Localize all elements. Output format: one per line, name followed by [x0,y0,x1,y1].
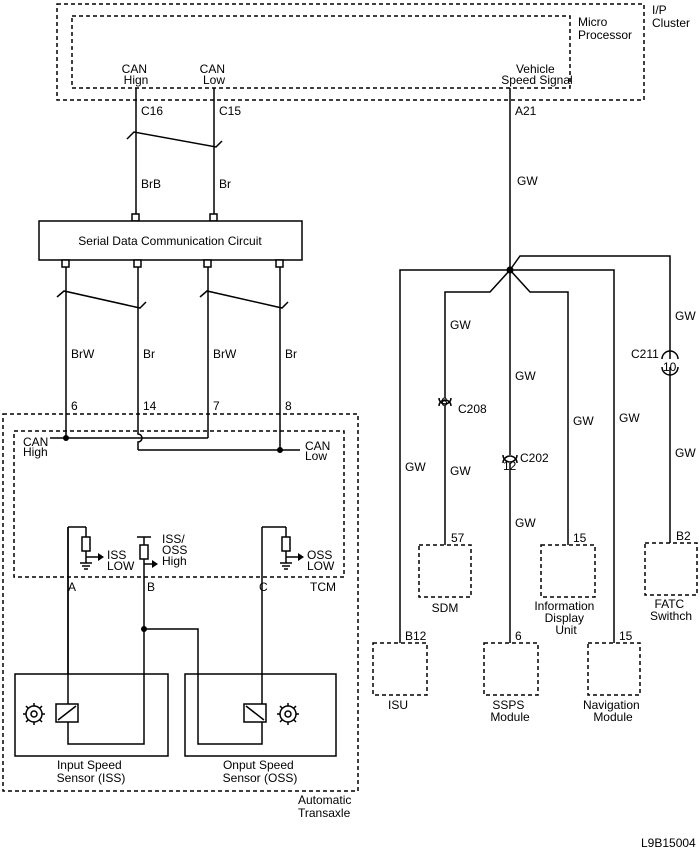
wire-color-br-right: Br [285,347,297,361]
iss-low-label: ISS LOW [107,548,135,573]
can-low-splice [277,447,283,453]
fatc-box [644,542,698,596]
tcm-can-high-label: CAN High [23,435,52,459]
terminal-can-high-top [131,213,140,222]
tcm-box [13,430,345,578]
tcm-terminal-c: C [259,580,268,594]
wire-color-gw-sdm-lower: GW [450,464,471,478]
wire-color-gw-ssps-lower: GW [515,516,536,530]
connector-c208-label: C208 [458,402,487,416]
branch-isu [399,269,510,643]
iss-oss-high-label: ISS/ OSS High [162,532,191,568]
isu-pin: B12 [405,629,427,643]
connector-c202-pin: 12 [503,459,517,473]
wire-color-gw-ssps-upper: GW [515,369,536,383]
ip-cluster-box [56,3,645,101]
wire-color-brw-left: BrW [71,347,95,361]
connector-c208-pin: 6 [441,395,448,409]
connector-c211 [661,350,679,360]
wire-color-gw-nav: GW [619,411,640,425]
cluster-can-high-label: CAN Hign [122,62,151,87]
isu-label: ISU [388,698,408,712]
tcm-pin-6: 6 [71,399,78,413]
connector-c202-label: C202 [520,451,549,465]
branch-nav [510,269,615,643]
info-display-box [540,544,596,598]
connector-c16-label: C16 [141,104,163,118]
serial-terminal-2 [133,259,142,268]
fatc-pin: B2 [676,529,691,543]
wire-color-gw-isu: GW [405,460,426,474]
iss-oss-high-circuit [137,536,158,578]
oss-gear-icon [277,703,299,725]
wire-color-br-upper: Br [219,177,231,191]
tcm-label: TCM [310,580,336,594]
iss-sensor-label: Input Speed Sensor (ISS) [57,758,126,785]
wire-color-brw-right: BrW [213,347,237,361]
tcm-terminal-b: B [147,580,155,594]
sensor-high-splice [141,626,147,632]
wire-color-br-left: Br [143,347,155,361]
wire-color-gw-info: GW [573,414,594,428]
iss-sensor-box [14,673,169,757]
sdm-pin: 57 [451,531,465,545]
branch-info [509,269,569,545]
tcm-pin-14: 14 [143,399,157,413]
connector-a21-label: A21 [515,104,537,118]
branch-sdm-upper [444,269,511,398]
ssps-pin: 6 [515,629,522,643]
vehicle-speed-signal-label: Vehicle Speed Signal [501,62,572,87]
connector-c211-pin: 10 [663,360,677,374]
connector-c211-label: C211 [631,347,659,361]
tcm-pin-7: 7 [213,399,220,413]
sdm-module-box [418,544,472,598]
automatic-transaxle-box [2,413,359,792]
serial-terminal-1 [61,259,70,268]
sdm-label: SDM [432,601,459,615]
navigation-label: Navigation Module [583,698,643,724]
wire-color-gw-sdm-upper: GW [450,318,471,332]
wire-color-gw-fatc-upper: GW [675,309,696,323]
oss-sensor-label: Onput Speed Sensor (OSS) [223,758,298,785]
wire-color-brb: BrB [141,177,161,191]
ssps-module-box [483,642,539,696]
twisted-pair-mark-right [199,290,289,309]
isu-box [372,642,428,696]
serial-terminal-3 [203,259,212,268]
info-display-pin: 15 [573,531,587,545]
tcm-can-low-label: CAN Low [305,439,334,463]
tcm-pin-8: 8 [285,399,292,413]
serial-data-circuit-box [38,220,303,261]
fatc-label: FATC Swithch [650,597,692,623]
oss-low-circuit [262,526,304,570]
ip-cluster-label: I/P Cluster [652,3,690,30]
navigation-module-box [587,642,641,696]
automatic-transaxle-label: Automatic Transaxle [298,793,355,820]
figure-id: L9B15004 [641,836,696,850]
cluster-can-low-label: CAN Low [200,62,229,87]
can-high-splice [63,435,69,441]
connector-c202 [502,454,518,463]
branch-fatc-upper [509,255,671,359]
ssps-label: SSPS Module [490,698,530,724]
wire-color-gw-main: GW [517,174,538,188]
twisted-pair-mark-left [56,290,147,309]
connector-c208 [438,397,452,405]
navigation-pin: 15 [619,629,633,643]
serial-data-circuit-label: Serial Data Communication Circuit [78,234,262,248]
tcm-wire-pin14 [137,267,143,450]
micro-processor-label: Micro Processor [578,15,632,42]
oss-low-label: OSS LOW [307,548,336,573]
serial-terminal-4 [275,259,284,268]
twisted-pair-mark-upper [126,131,223,148]
tcm-terminal-a: A [68,580,76,594]
micro-processor-box [71,15,571,89]
iss-low-circuit [68,526,104,570]
info-display-label: Information Display Unit [534,599,597,637]
wire-color-gw-fatc-lower: GW [675,446,696,460]
terminal-can-low-top [209,213,218,222]
connector-c15-label: C15 [219,104,241,118]
iss-gear-icon [23,703,45,725]
